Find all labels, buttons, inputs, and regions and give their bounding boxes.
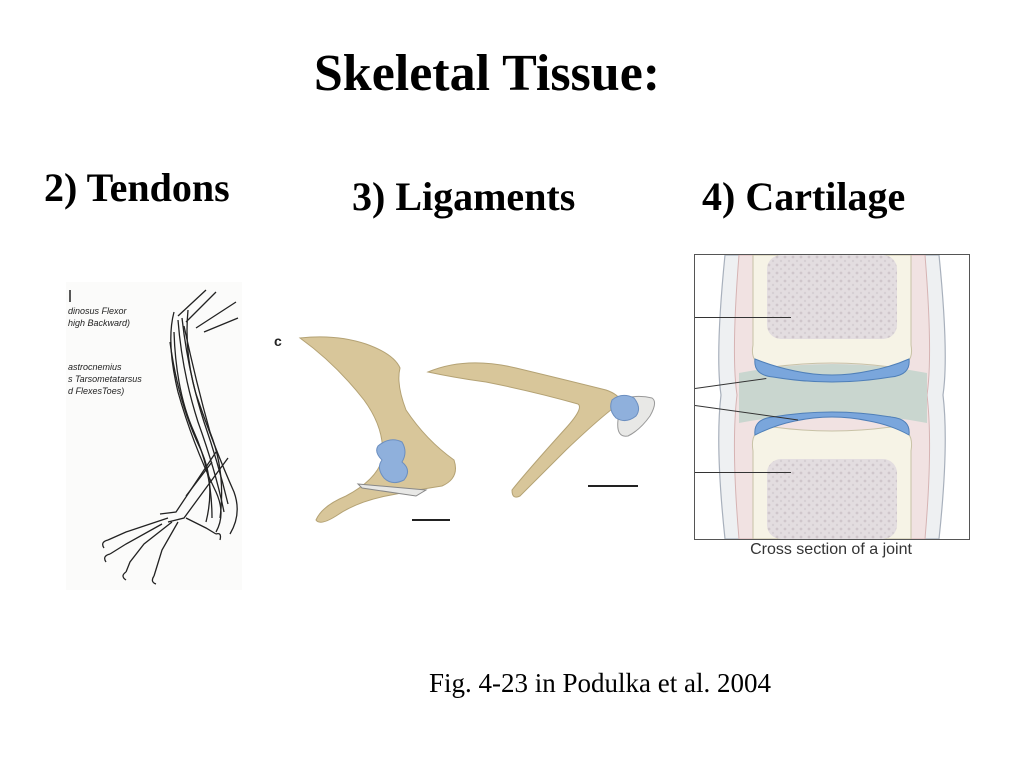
tendon-label-2-line-3: d FlexesToes) [68,386,125,396]
ligament-bones-figure: c [266,320,676,550]
heading-cartilage: 4) Cartilage [702,174,906,219]
leader-line-1 [695,317,791,318]
joint-cross-section [718,255,946,539]
tendon-label-1-line-1: dinosus Flexor [68,306,127,316]
upper-cartilage [754,358,910,383]
slide-title: Skeletal Tissue: [0,44,1024,103]
long-bone [426,362,623,498]
heading-ligaments: 3) Ligaments [352,174,576,219]
bird-leg-drawing [69,289,239,585]
tendon-label-2-line-1: astrocnemius [68,362,122,372]
bone-fragment [356,483,428,497]
slide-title-text: Skeletal Tissue: [313,45,661,102]
tendon-label-2-line-2: s Tarsometatarsus [68,374,142,384]
leader-line-4 [695,472,791,473]
ligament-bones-drawing: c [274,333,656,523]
cartilage-joint-figure [694,254,970,540]
heading-tendons: 2) Tendons [44,165,230,210]
figure-citation: Fig. 4-23 in Podulka et al. 2004 [429,668,771,698]
ligament-left [376,439,408,484]
upper-spongy-bone [767,255,897,339]
panel-letter: c [274,333,282,349]
lower-spongy-bone [767,459,897,539]
tendon-leg-figure: dinosus Flexor high Backward) astrocnemi… [66,282,242,590]
ligament-right [610,394,640,422]
pelvis-bone [298,336,456,523]
joint-caption: Cross section of a joint [750,541,912,558]
tendon-label-1-line-2: high Backward) [68,318,131,328]
